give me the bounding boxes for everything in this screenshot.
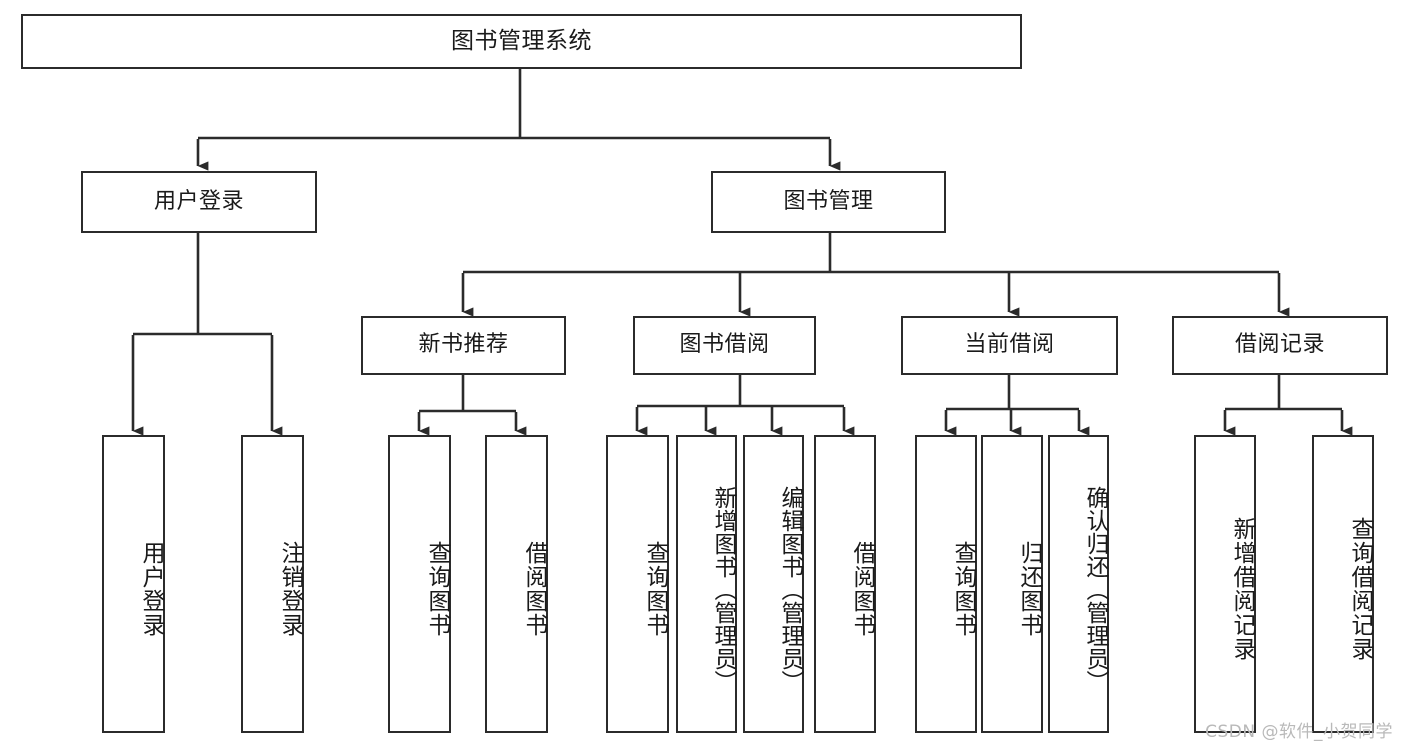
leaf-book-borrow-lend[interactable]: 借阅图书 [814, 435, 876, 733]
leaf-current-borrow-confirm-return[interactable]: 确认归还（管理员） [1048, 435, 1109, 733]
node-label: 用户登录 [138, 541, 164, 637]
node-label: 借阅图书 [521, 541, 547, 637]
node-label: 新增图书（管理员） [710, 485, 736, 693]
node-label: 查询借阅记录 [1347, 517, 1373, 661]
node-user-login[interactable]: 用户登录 [81, 171, 317, 233]
node-label: 查询图书 [642, 541, 668, 637]
leaf-new-book-query[interactable]: 查询图书 [388, 435, 451, 733]
leaf-current-borrow-return[interactable]: 归还图书 [981, 435, 1043, 733]
csdn-watermark: CSDN @软件_小贺同学 [1205, 722, 1393, 742]
node-label: 用户登录 [153, 188, 244, 214]
leaf-book-borrow-query[interactable]: 查询图书 [606, 435, 669, 733]
leaf-borrow-record-add[interactable]: 新增借阅记录 [1194, 435, 1256, 733]
leaf-user-login-logout[interactable]: 注销登录 [241, 435, 304, 733]
node-label: 编辑图书（管理员） [777, 485, 803, 693]
node-book-borrow[interactable]: 图书借阅 [633, 316, 816, 375]
node-label: 图书管理 [783, 188, 874, 214]
node-borrow-record[interactable]: 借阅记录 [1172, 316, 1388, 375]
node-new-book-recommend[interactable]: 新书推荐 [361, 316, 566, 375]
node-label: 借阅记录 [1234, 332, 1325, 358]
node-book-management[interactable]: 图书管理 [711, 171, 946, 233]
node-label: 查询图书 [424, 541, 450, 637]
leaf-borrow-record-query[interactable]: 查询借阅记录 [1312, 435, 1374, 733]
node-label: 查询图书 [950, 541, 976, 637]
node-label: 当前借阅 [964, 332, 1055, 358]
leaf-user-login-login[interactable]: 用户登录 [102, 435, 165, 733]
node-label: 归还图书 [1016, 541, 1042, 637]
node-label: 图书管理系统 [451, 27, 592, 54]
leaf-book-borrow-add[interactable]: 新增图书（管理员） [676, 435, 737, 733]
node-current-borrow[interactable]: 当前借阅 [901, 316, 1118, 375]
node-label: 注销登录 [277, 541, 303, 637]
node-label: 确认归还（管理员） [1082, 485, 1108, 693]
node-label: 借阅图书 [849, 541, 875, 637]
leaf-new-book-borrow[interactable]: 借阅图书 [485, 435, 548, 733]
leaf-current-borrow-query[interactable]: 查询图书 [915, 435, 977, 733]
node-label: 新书推荐 [418, 332, 509, 358]
leaf-book-borrow-edit[interactable]: 编辑图书（管理员） [743, 435, 804, 733]
node-label: 新增借阅记录 [1229, 517, 1255, 661]
node-label: 图书借阅 [679, 332, 770, 358]
node-root-system[interactable]: 图书管理系统 [21, 14, 1022, 69]
